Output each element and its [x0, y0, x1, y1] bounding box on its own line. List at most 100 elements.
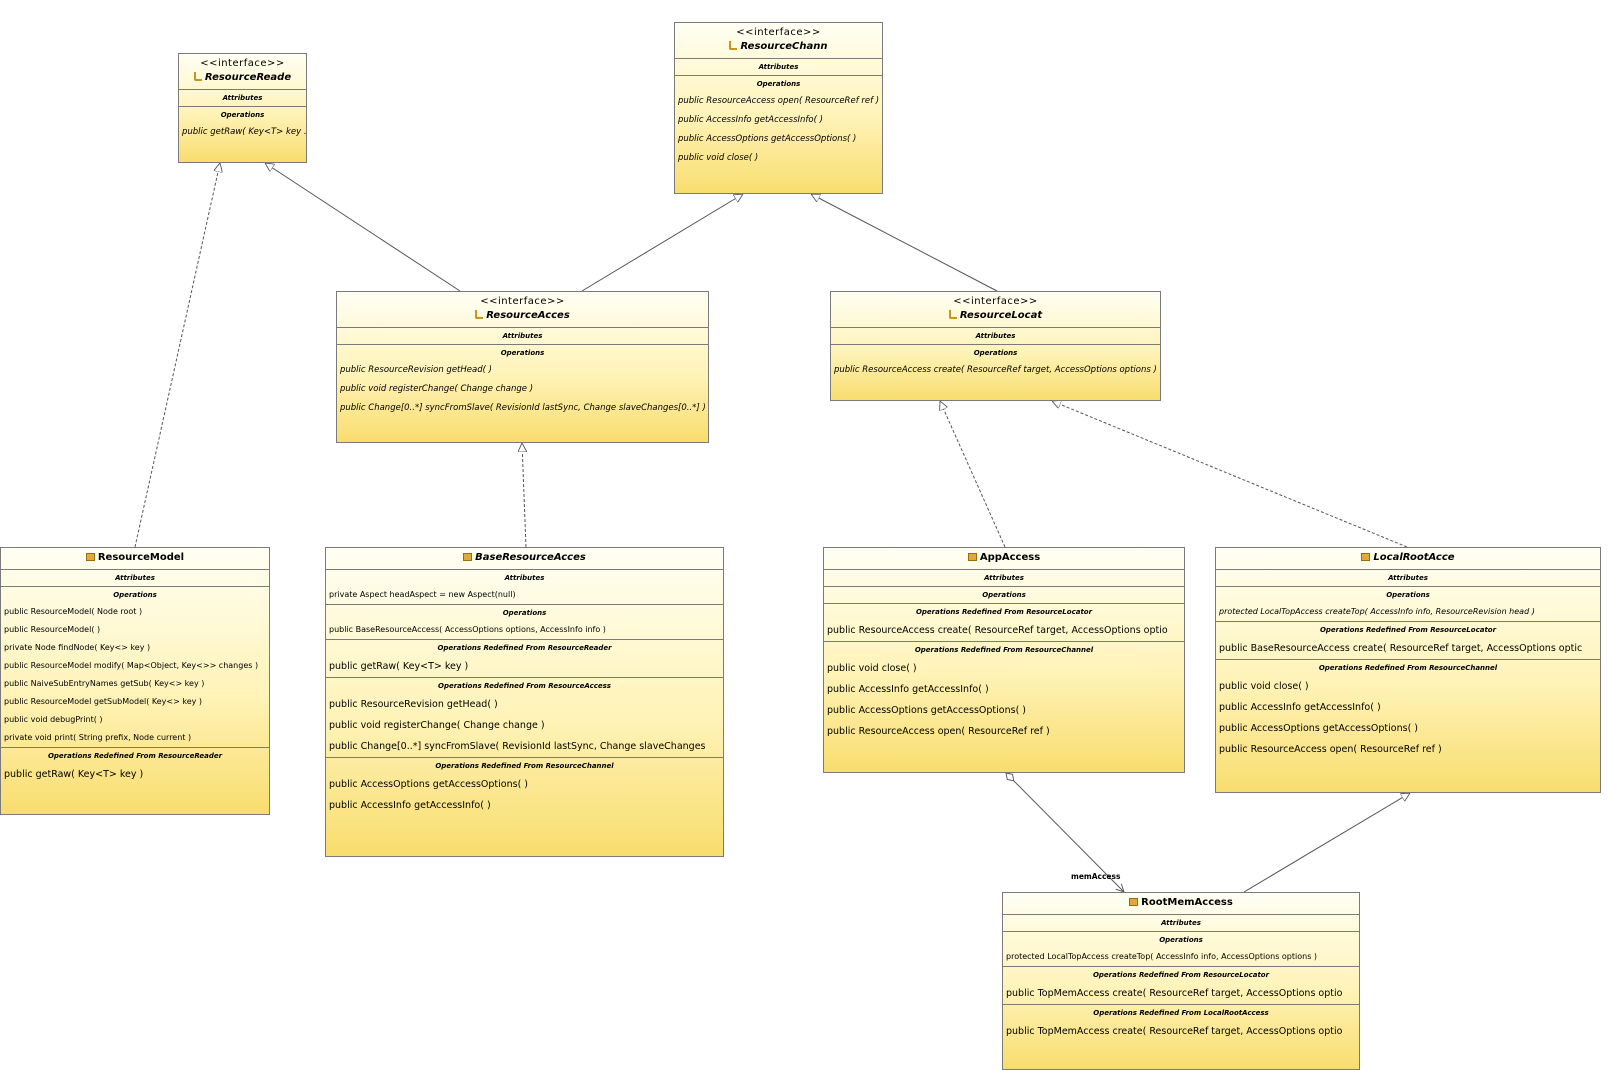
operation: public ResourceModel getSubModel( Key<> …: [4, 697, 203, 706]
operation: public Change[0..*] syncFromSlave( Revis…: [340, 403, 706, 413]
class-name: ResourceLocat: [833, 309, 1158, 323]
redefined-operations-section: Operations Redefined From ResourceLocato…: [1003, 966, 1359, 1004]
realization-base-access: [522, 443, 526, 548]
app-access-class[interactable]: AppAccess Attributes Operations Operatio…: [823, 547, 1185, 773]
operation: public void registerChange( Change chang…: [340, 384, 534, 394]
class-name: ResourceChann: [677, 40, 880, 54]
resource-access-interface[interactable]: <<interface>> ResourceAcces Attributes O…: [336, 291, 709, 443]
section-title: Operations Redefined From ResourceChanne…: [435, 762, 614, 770]
interface-icon: [475, 310, 484, 319]
operations-section: Operations public getRaw( Key<T> key .: [179, 106, 306, 142]
operation: public AccessOptions getAccessOptions( ): [329, 779, 529, 790]
operation: public ResourceAccess create( ResourceRe…: [827, 625, 1168, 636]
operations-section: Operations protected LocalTopAccess crea…: [1003, 931, 1359, 966]
section-title: Operations: [1159, 936, 1203, 944]
root-mem-access-class[interactable]: RootMemAccess Attributes Operations prot…: [1002, 892, 1360, 1070]
operations-section: Operations protected LocalTopAccess crea…: [1216, 586, 1600, 621]
section-title: Attributes: [1161, 919, 1201, 927]
section-title: Attributes: [1388, 574, 1428, 582]
section-title: Attributes: [115, 574, 155, 582]
operation: public void close( ): [827, 663, 917, 674]
resource-locator-interface[interactable]: <<interface>> ResourceLocat Attributes O…: [830, 291, 1161, 401]
realization-resourcemodel-reader: [134, 163, 220, 548]
operation: public TopMemAccess create( ResourceRef …: [1006, 1026, 1343, 1037]
operation: public ResourceModel( Node root ): [4, 607, 143, 616]
stereotype-label: <<interface>>: [953, 296, 1038, 307]
class-name: ResourceModel: [3, 551, 267, 565]
section-title: Operations: [973, 349, 1018, 357]
operations-section: Operations: [824, 586, 1184, 603]
interface-icon: [729, 41, 738, 50]
redefined-operations-section: Operations Redefined From LocalRootAcces…: [1003, 1004, 1359, 1042]
redefined-operations-section: Operations Redefined From ResourceAccess…: [326, 677, 723, 757]
class-name-text: RootMemAccess: [1141, 897, 1233, 908]
section-title: Operations Redefined From ResourceChanne…: [1318, 664, 1498, 672]
operation: protected LocalTopAccess createTop( Acce…: [1219, 607, 1535, 616]
attributes-section: Attributes: [337, 327, 708, 344]
operations-section: Operations public ResourceRevision getHe…: [337, 344, 708, 418]
attributes-section: Attributes: [1003, 914, 1359, 931]
section-title: Operations: [982, 591, 1026, 599]
class-name: AppAccess: [826, 551, 1182, 565]
operation: public ResourceModel( ): [4, 625, 101, 634]
association-app-rootmem: [1006, 773, 1124, 892]
class-name-text: ResourceModel: [97, 552, 185, 563]
interface-icon: [948, 310, 957, 319]
resource-reader-interface[interactable]: <<interface>> ResourceReade Attributes O…: [178, 53, 307, 163]
operation: public AccessOptions getAccessOptions( ): [827, 705, 1027, 716]
operation: public ResourceRevision getHead( ): [329, 699, 498, 710]
redefined-operations-section: Operations Redefined From ResourceLocato…: [824, 603, 1184, 641]
redefined-operations-section: Operations Redefined From ResourceChanne…: [824, 641, 1184, 742]
attributes-section: Attributes: [675, 58, 882, 75]
interface-icon: [193, 72, 202, 81]
stereotype-label: <<interface>>: [480, 296, 565, 307]
section-title: Operations Redefined From ResourceReader: [47, 752, 223, 760]
operation: public Change[0..*] syncFromSlave( Revis…: [329, 741, 706, 752]
operation: public AccessOptions getAccessOptions( ): [678, 134, 857, 144]
generalization-rootmem-localroot: [1243, 793, 1410, 893]
stereotype-label: <<interface>>: [736, 27, 821, 38]
class-icon: [1361, 553, 1371, 561]
section-title: Attributes: [758, 63, 799, 71]
section-title: Operations Redefined From ResourceLocato…: [1319, 626, 1497, 634]
class-icon: [85, 553, 95, 561]
redefined-operations-section: Operations Redefined From ResourceReader…: [326, 639, 723, 677]
realization-localroot-locator: [1052, 401, 1408, 548]
resource-model-class[interactable]: ResourceModel Attributes Operations publ…: [0, 547, 270, 815]
operation: public ResourceAccess open( ResourceRef …: [1219, 744, 1442, 755]
stereotype-label: <<interface>>: [200, 58, 285, 69]
resource-channel-interface[interactable]: <<interface>> ResourceChann Attributes O…: [674, 22, 883, 194]
attribute: private Aspect headAspect = new Aspect(n…: [329, 590, 516, 599]
section-title: Operations: [756, 80, 801, 88]
generalization-access-reader: [265, 163, 461, 292]
operation: public ResourceModel modify( Map<Object,…: [4, 661, 259, 670]
section-title: Operations Redefined From LocalRootAcces…: [1093, 1009, 1269, 1017]
section-title: Attributes: [502, 332, 543, 340]
class-icon: [967, 553, 977, 561]
section-title: Operations Redefined From ResourceAccess: [438, 682, 611, 690]
redefined-operations-section: Operations Redefined From ResourceLocato…: [1216, 621, 1600, 659]
operation: public getRaw( Key<T> key ): [4, 769, 144, 780]
class-name-text: LocalRootAcce: [1373, 552, 1455, 563]
operation: public void close( ): [1219, 681, 1309, 692]
operation: public AccessInfo getAccessInfo( ): [827, 684, 989, 695]
redefined-operations-section: Operations Redefined From ResourceReader…: [1, 747, 269, 785]
operation: public getRaw( Key<T> key .: [182, 127, 307, 137]
operation: public void registerChange( Change chang…: [329, 720, 545, 731]
section-title: Operations: [502, 609, 547, 617]
local-root-access-class[interactable]: LocalRootAcce Attributes Operations prot…: [1215, 547, 1601, 793]
redefined-operations-section: Operations Redefined From ResourceChanne…: [1216, 659, 1600, 760]
class-name: LocalRootAcce: [1218, 551, 1598, 565]
operation: public BaseResourceAccess( AccessOptions…: [329, 625, 606, 634]
operation: private Node findNode( Key<> key ): [4, 643, 151, 652]
base-resource-access-class[interactable]: BaseResourceAcces Attributes private Asp…: [325, 547, 724, 857]
section-title: Operations: [1386, 591, 1430, 599]
section-title: Operations Redefined From ResourceReader: [437, 644, 612, 652]
operations-section: Operations public ResourceAccess create(…: [831, 344, 1160, 380]
operations-section: Operations public ResourceAccess open( R…: [675, 75, 882, 168]
class-name: RootMemAccess: [1005, 896, 1357, 910]
operation: public getRaw( Key<T> key ): [329, 661, 469, 672]
class-name: BaseResourceAcces: [328, 551, 721, 565]
operation: public AccessInfo getAccessInfo( ): [1219, 702, 1381, 713]
